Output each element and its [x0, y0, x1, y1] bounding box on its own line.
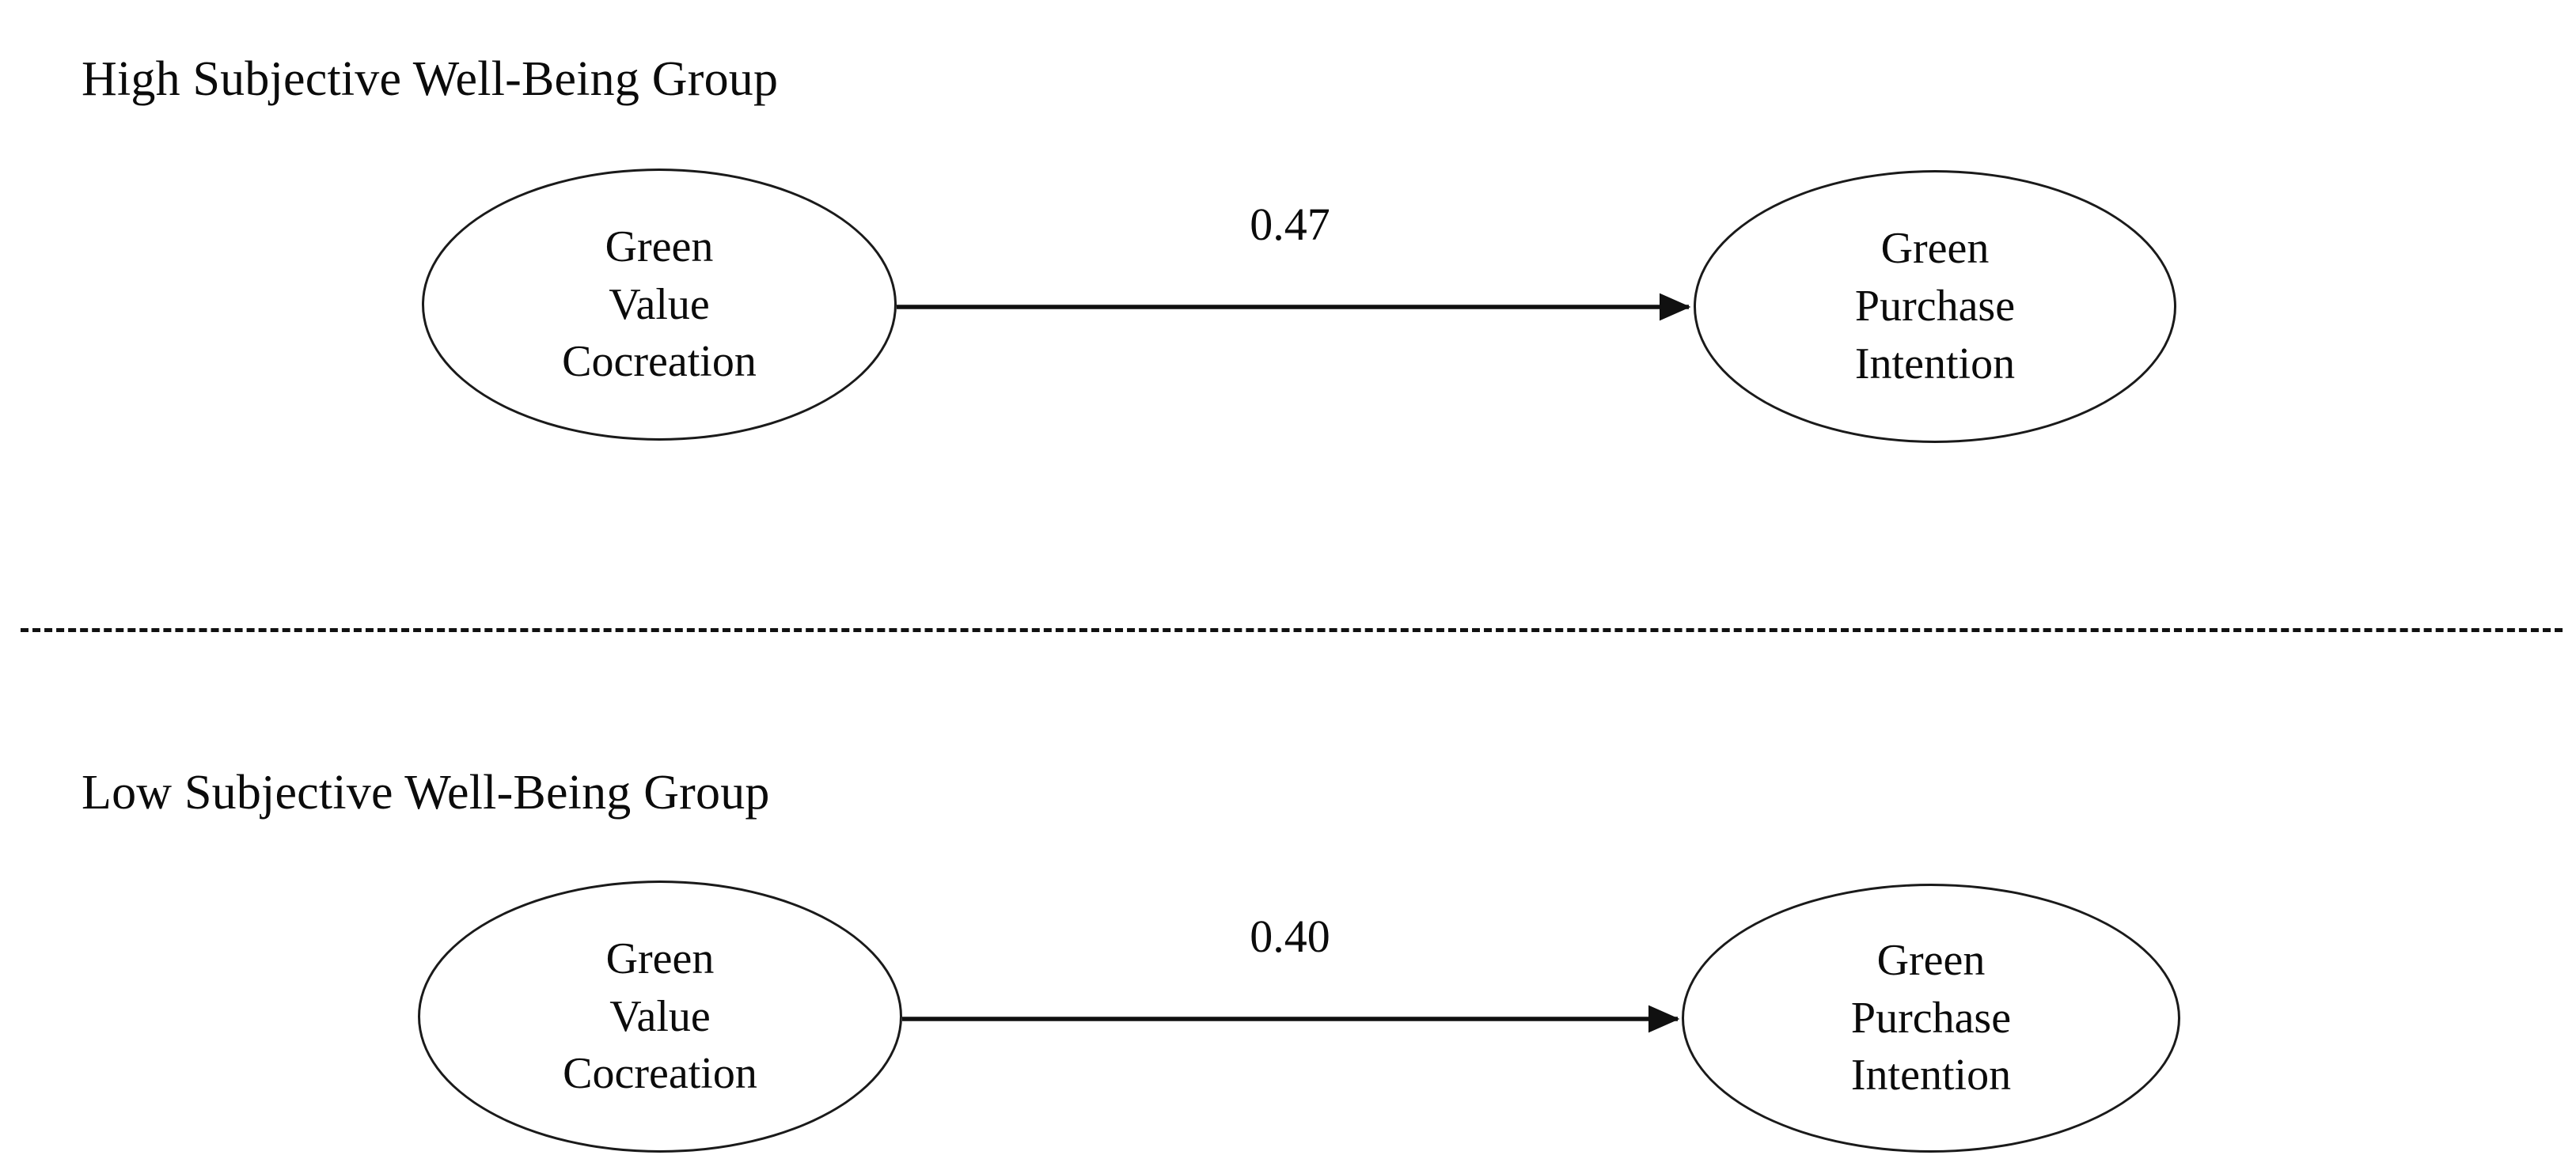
node-label-line: Green: [1876, 935, 1986, 985]
node-label-line: Value: [609, 279, 710, 329]
node-label-line: Purchase: [1850, 993, 2012, 1043]
edge-coefficient-low: 0.40: [1250, 911, 1330, 962]
node-label-line: Intention: [1850, 1051, 2012, 1100]
node-label-line: Purchase: [1854, 282, 2016, 331]
node-green-purchase-intention-low[interactable]: Green Purchase Intention: [1682, 884, 2180, 1153]
node-label-line: Green: [605, 222, 714, 271]
edge-coefficient-high: 0.47: [1250, 199, 1330, 250]
group-panel-high: High Subjective Well-Being Group Green V…: [82, 52, 2176, 443]
node-green-value-cocreation-low[interactable]: Green Value Cocreation: [418, 880, 902, 1153]
node-label-line: Value: [609, 991, 711, 1041]
node-label-line: Cocreation: [562, 337, 757, 387]
node-green-value-cocreation-high[interactable]: Green Value Cocreation: [422, 169, 897, 441]
panel-divider: [21, 628, 2563, 632]
node-green-purchase-intention-high[interactable]: Green Purchase Intention: [1694, 170, 2176, 443]
node-label-line: Green: [1880, 224, 1990, 274]
panel-title-high: High Subjective Well-Being Group: [82, 52, 779, 107]
node-label-line: Intention: [1854, 339, 2016, 388]
node-label-line: Cocreation: [563, 1049, 757, 1099]
panel-title-low: Low Subjective Well-Being Group: [82, 766, 770, 820]
node-label-line: Green: [605, 934, 715, 983]
group-panel-low: Low Subjective Well-Being Group: [0, 642, 2576, 1174]
